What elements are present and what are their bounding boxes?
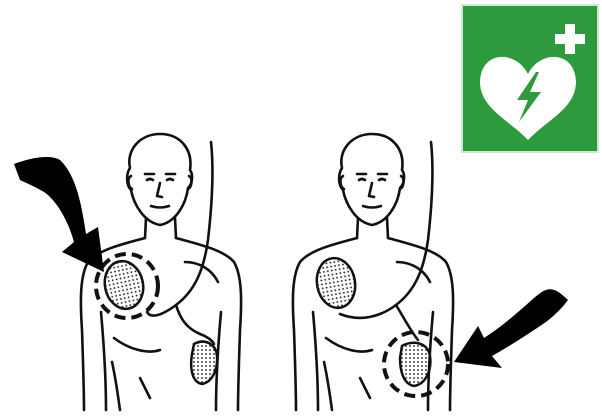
left-figure-arrow xyxy=(14,157,104,272)
right-figure-lower-pad xyxy=(400,343,430,386)
right-figure-arrow xyxy=(454,289,568,368)
left-figure-lower-pad xyxy=(191,342,217,384)
right-figure-head xyxy=(339,134,404,225)
aed-sign xyxy=(461,4,599,153)
right-figure-upper-pad xyxy=(313,255,359,311)
left-figure-upper-pad xyxy=(100,258,147,313)
left-figure-head xyxy=(127,134,192,225)
